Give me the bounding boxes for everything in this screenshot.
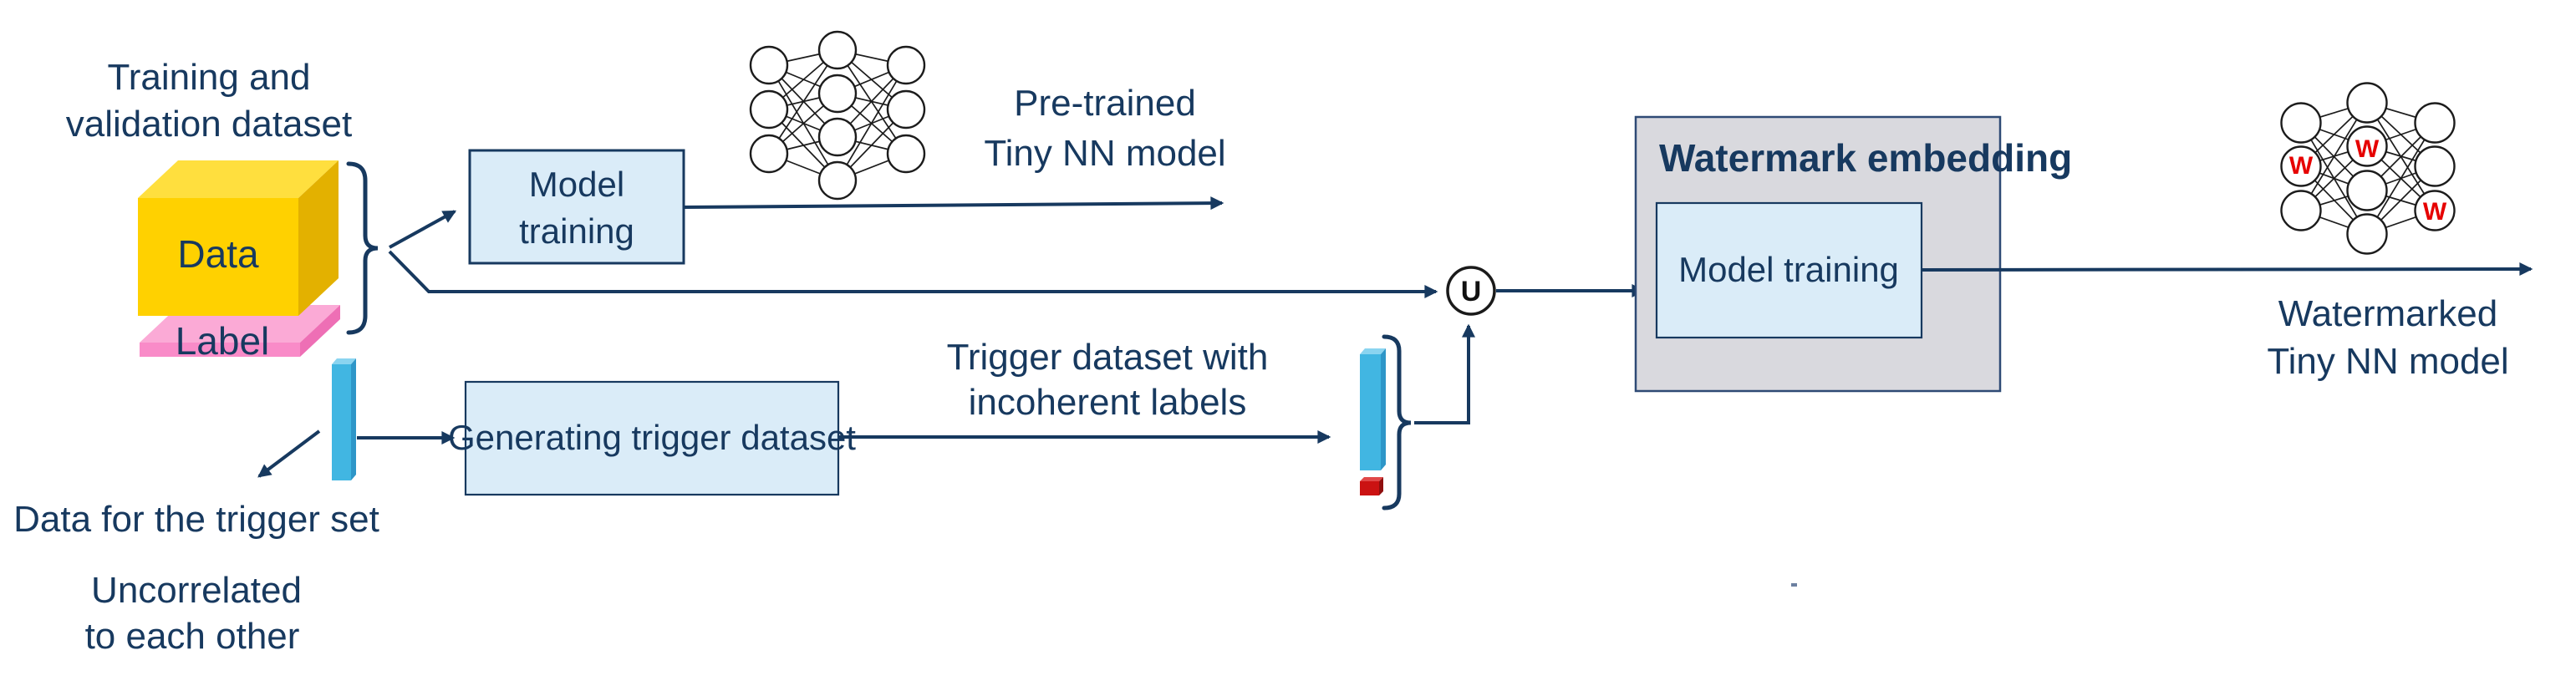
model-training-box: Model training xyxy=(468,149,685,265)
wm-model-training-label: Model training xyxy=(1678,250,1899,289)
red-bar-front xyxy=(1360,481,1379,495)
trigger-brace xyxy=(1382,334,1412,511)
label-slab-label: Label xyxy=(176,319,270,363)
pretrained-label-line1: Pre-trained xyxy=(1014,83,1196,124)
generating-trigger-label: Generating trigger dataset xyxy=(448,418,856,457)
trigger-source-bar-top xyxy=(332,358,356,364)
watermarked-nn-icon xyxy=(2280,82,2456,255)
uncorrelated-label: Uncorrelated to each other xyxy=(85,570,302,657)
dataset-title-line2: validation dataset xyxy=(66,104,352,145)
watermark-w-left: W xyxy=(2289,152,2314,180)
data-cube-top xyxy=(138,160,339,198)
arrow-dataset-to-union xyxy=(388,250,1438,298)
pretrained-nn-icon xyxy=(749,30,926,201)
trigger-dataset-bar xyxy=(1360,348,1386,470)
trigger-source-bar-front xyxy=(332,364,351,480)
uncorrelated-line2: to each other xyxy=(85,616,300,657)
wm-model-training-rect xyxy=(1655,201,1923,339)
model-training-line2: training xyxy=(519,211,634,251)
data-cube-label: Data xyxy=(177,232,259,276)
union-circle xyxy=(1446,266,1496,316)
red-bar-top xyxy=(1360,477,1383,481)
watermarked-label-line1: Watermarked xyxy=(2278,293,2497,334)
watermark-w-middle: W xyxy=(2355,135,2380,163)
pretrained-label: Pre-trained Tiny NN model xyxy=(984,83,1225,174)
model-training-rect xyxy=(468,149,685,265)
arrow-bar-to-trigger-data-label xyxy=(257,429,321,478)
watermarked-label-line2: Tiny NN model xyxy=(2267,341,2508,382)
model-training-line1: Model xyxy=(529,165,624,204)
trigger-dataset-label: Trigger dataset with incoherent labels xyxy=(947,337,1269,423)
red-bar-side xyxy=(1379,477,1383,495)
arrow-trigger-to-union xyxy=(1414,323,1475,424)
union-node: U xyxy=(1446,266,1496,316)
trigger-bar-side xyxy=(1381,348,1386,470)
arrow-dataset-to-model-training xyxy=(389,210,457,249)
generating-trigger-rect xyxy=(464,380,840,496)
data-cube: Data xyxy=(138,160,339,316)
watermark-panel-title: Watermark embedding xyxy=(1659,136,2072,180)
watermark-w-right: W xyxy=(2423,198,2447,226)
dataset-title: Training and validation dataset xyxy=(66,57,352,145)
watermark-embedding-panel: Watermark embedding Model training xyxy=(1634,115,2072,393)
arrow-training-to-pretrained xyxy=(683,196,1224,211)
uncorrelated-line1: Uncorrelated xyxy=(91,570,302,611)
label-slab-front xyxy=(140,343,300,357)
stray-dash xyxy=(1791,583,1797,587)
trigger-label-line1: Trigger dataset with xyxy=(947,337,1269,378)
generating-trigger-box: Generating trigger dataset xyxy=(448,380,856,496)
incoherent-label-bar xyxy=(1360,477,1383,495)
watermarked-label: Watermarked Tiny NN model xyxy=(2267,293,2508,382)
label-slab-side xyxy=(300,305,340,357)
union-symbol: U xyxy=(1461,276,1482,307)
trigger-bar-top xyxy=(1360,348,1386,354)
trigger-data-label: Data for the trigger set xyxy=(13,499,379,540)
pretrained-label-line2: Tiny NN model xyxy=(984,133,1225,174)
trigger-label-line2: incoherent labels xyxy=(969,382,1247,423)
data-cube-side xyxy=(298,160,339,316)
dataset-title-line1: Training and xyxy=(108,57,311,98)
trigger-source-bar-side xyxy=(351,358,356,480)
data-cube-front xyxy=(138,198,298,316)
trigger-source-bar xyxy=(332,358,356,480)
dataset-brace xyxy=(346,161,379,335)
trigger-bar-front xyxy=(1360,354,1381,470)
arrow-panel-to-watermarked xyxy=(1921,262,2533,277)
